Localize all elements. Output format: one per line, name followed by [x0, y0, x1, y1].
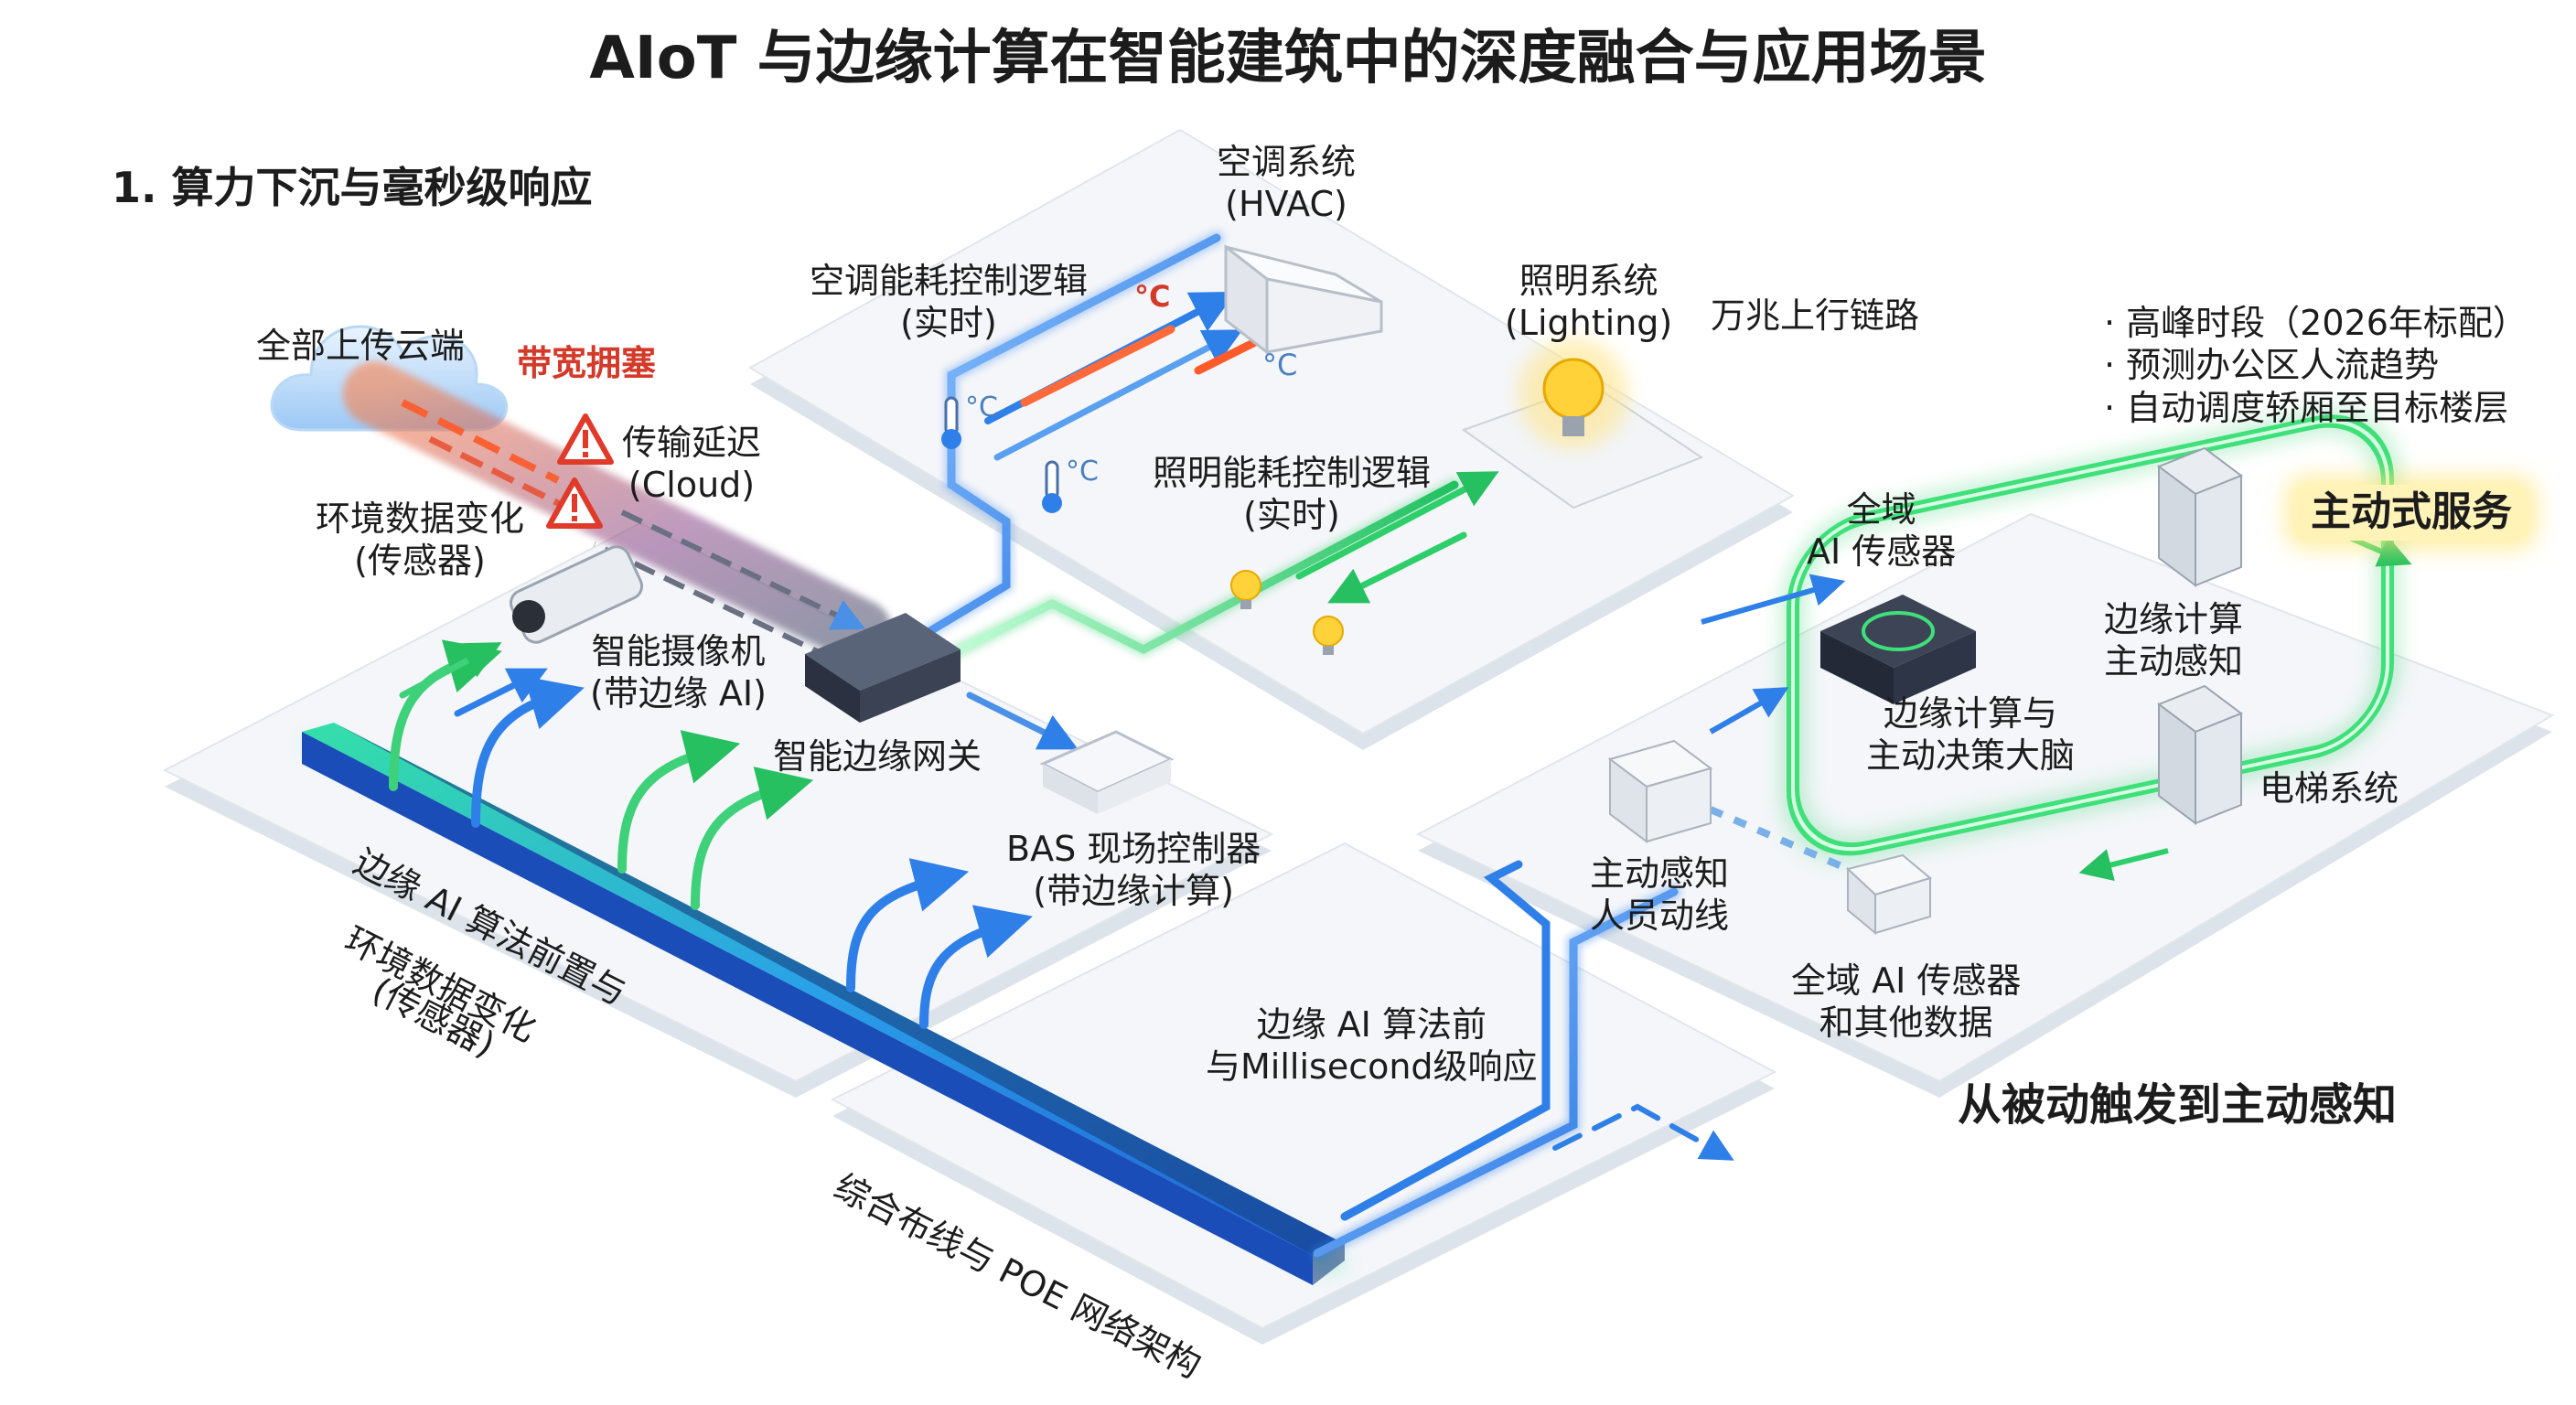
blue-flow-pipes — [907, 231, 1734, 1260]
sensor-unit-icon — [1607, 739, 1713, 843]
list-item: · 预测办公区人流趋势 — [2104, 345, 2440, 386]
active-loop — [1701, 407, 2412, 882]
sensor-unit-icon — [1845, 853, 1933, 936]
uplift-arrows — [389, 639, 1079, 1029]
page-title: AIoT 与边缘计算在智能建筑中的深度融合与应用场景 — [589, 25, 1987, 92]
latency-label: 传输延迟 (Cloud) — [622, 423, 762, 505]
lighting-logic-label: 照明能耗控制逻辑 (实时) — [1153, 453, 1432, 535]
section-heading: 1. 算力下沉与毫秒级响应 — [112, 163, 593, 212]
temp-label: °C — [1066, 456, 1099, 488]
brain-label: 边缘计算与 主动决策大脑 — [1866, 693, 2076, 776]
camera-label: 智能摄像机 (带边缘 AI) — [590, 631, 767, 713]
cloud-label: 全部上传云端 — [256, 326, 466, 366]
bas-label: BAS 现场控制器 (带边缘计算) — [1006, 829, 1261, 911]
platform-top — [747, 128, 1796, 750]
elevator-icon — [2156, 684, 2244, 825]
uplink-label: 万兆上行链路 — [1711, 295, 1920, 336]
warning-icon — [557, 413, 614, 465]
bulb-icon — [1230, 570, 1261, 609]
people-flow-label: 主动感知 人员动线 — [1590, 853, 1730, 936]
congestion-label: 带宽拥塞 — [517, 343, 657, 383]
platform-bottom — [830, 842, 1777, 1345]
elevator-icon — [2156, 446, 2244, 587]
brain-chip-icon — [1820, 595, 1976, 704]
list-item: · 高峰时段（2026年标配） — [2104, 303, 2528, 343]
list-item: · 自动调度轿厢至目标楼层 — [2104, 387, 2509, 428]
global-sensor-bottom-label: 全域 AI 传感器 和其他数据 — [1791, 960, 2022, 1043]
bulb-icon — [1313, 616, 1344, 655]
hvac-unit-icon — [1224, 243, 1383, 356]
lighting-label: 照明系统 (Lighting) — [1505, 261, 1673, 343]
peak-bullets: · 高峰时段（2026年标配） · 预测办公区人流趋势 · 自动调度轿厢至目标楼… — [2104, 302, 2528, 429]
env-sensor-label: 环境数据变化 (传感器) — [316, 499, 525, 581]
cabling-bus — [302, 723, 1349, 1285]
hvac-logic-label: 空调能耗控制逻辑 (实时) — [810, 261, 1089, 343]
passive-to-active-label: 从被动触发到主动感知 — [1958, 1079, 2398, 1131]
edge-algo-label: 边缘 AI 算法前 与Millisecond级响应 — [1206, 1004, 1538, 1087]
gateway-label: 智能边缘网关 — [773, 736, 982, 777]
thermometer-icon — [1042, 460, 1062, 513]
global-sensor-top-label: 全域 AI 传感器 — [1807, 489, 1957, 572]
bas-controller-icon — [1039, 730, 1175, 814]
bulb-icon — [1519, 338, 1628, 448]
gateway-icon — [805, 613, 961, 723]
proactive-service-badge: 主动式服务 — [2294, 485, 2528, 541]
green-flow-pipes — [935, 471, 1499, 666]
temp-label: °C — [1262, 348, 1298, 382]
warning-icon — [546, 477, 603, 529]
camera-icon — [509, 545, 644, 644]
temp-label: °C — [1134, 279, 1171, 314]
edge-sense-label: 边缘计算 主动感知 — [2104, 599, 2244, 681]
elevator-label: 电梯系统 — [2259, 768, 2399, 809]
thermometer-icon — [941, 396, 961, 449]
hvac-label: 空调系统 (HVAC) — [1217, 142, 1357, 224]
temp-label: °C — [965, 391, 998, 424]
